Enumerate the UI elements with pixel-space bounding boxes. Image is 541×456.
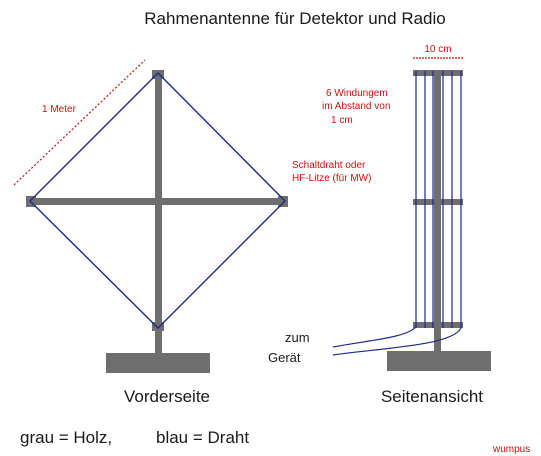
signature: wumpus [492,444,530,455]
front-base [106,353,210,373]
side-base [387,351,491,371]
front-holder-right [278,196,288,207]
windings-label-line1: 6 Windungem [326,88,388,99]
lead-label-line2: Gerät [268,350,301,365]
side-view: 10 cm 6 Windungem im Abstand von 1 cm zu… [268,44,491,406]
lead-wire-1 [332,326,417,348]
side-bar-middle [413,199,463,205]
diagram-title: Rahmenantenne für Detektor und Radio [144,9,445,28]
windings-label-line3: 1 cm [331,115,353,126]
windings-label-line2: im Abstand von [322,101,390,112]
front-vertical-post [155,72,162,355]
side-vertical-post [434,70,441,353]
front-caption: Vorderseite [124,387,210,406]
front-view: 1 Meter Schaltdraht oder HF-Litze (für M… [13,59,371,406]
front-crossbar [28,198,286,205]
lead-wire-2 [332,327,462,356]
side-caption: Seitenansicht [381,387,483,406]
dimension-line [13,59,146,186]
lead-label-line1: zum [285,330,310,345]
side-bar-top [413,70,463,76]
wire-label-line1: Schaltdraht oder [292,160,366,171]
legend-wood: grau = Holz, [20,428,112,447]
front-holder-top [152,70,164,79]
front-holder-bottom [152,322,164,331]
dimension-label: 1 Meter [42,104,77,115]
wire-label-line2: HF-Litze (für MW) [292,173,371,184]
legend-wire: blau = Draht [156,428,249,447]
front-wire-loop [29,72,286,329]
side-bar-bottom [413,322,463,328]
side-windings [415,71,462,328]
width-label: 10 cm [424,44,451,55]
